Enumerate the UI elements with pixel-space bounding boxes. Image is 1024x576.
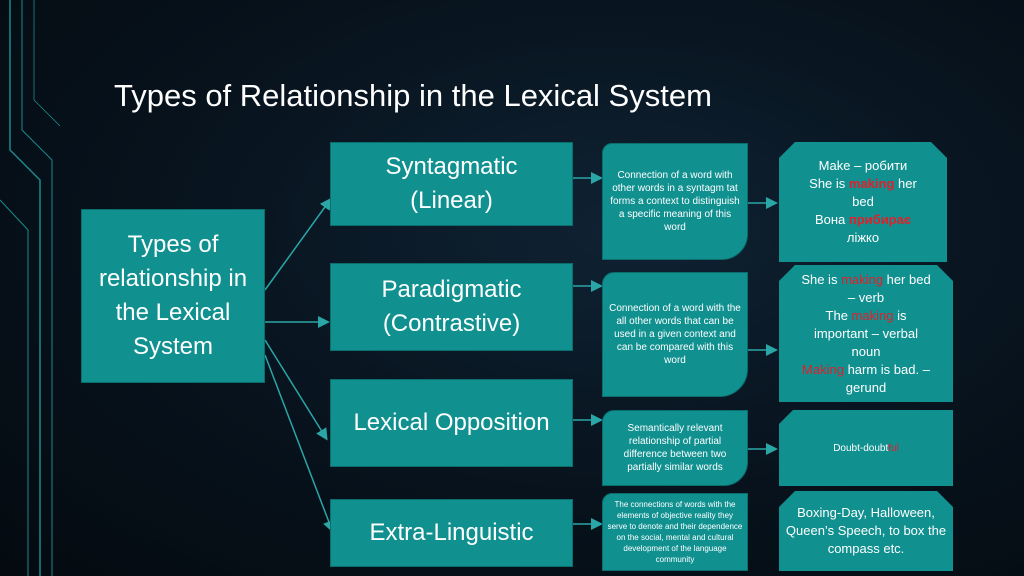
definition-syntagmatic: Connection of a word with other words in… [602, 143, 748, 260]
ex2-line5: noun [851, 343, 881, 359]
root-label: Types of relationship in the Lexical Sys… [98, 231, 248, 360]
type-lexical-opposition-label: Lexical Opposition [353, 409, 550, 436]
ex1-line1: Make – робити [818, 158, 908, 173]
ex1-line2: She is making her [809, 176, 917, 191]
type-lexical-opposition: Lexical Opposition [330, 379, 573, 467]
ex2-line7: gerund [845, 379, 887, 395]
ex4-text: Boxing-Day, Halloween, Queen’s Speech, t… [785, 505, 947, 556]
type-syntagmatic-line2: (Linear) [410, 187, 493, 214]
decorative-lines [0, 0, 60, 576]
definition-extra-text: The connections of words with the elemen… [607, 500, 743, 564]
type-paradigmatic-line1: Paradigmatic [381, 276, 522, 303]
definition-paradigmatic: Connection of a word with the all other … [602, 272, 748, 397]
definition-syntagmatic-text: Connection of a word with other words in… [610, 170, 740, 233]
type-extra-linguistic-label: Extra-Linguistic [369, 519, 534, 546]
ex2-line4: important – verbal [813, 325, 919, 341]
example-opposition: Doubt-doubtful [779, 410, 953, 486]
connector-root-syntagmatic [264, 197, 332, 291]
type-extra-linguistic: Extra-Linguistic [330, 499, 573, 567]
type-paradigmatic: Paradigmatic (Contrastive) [330, 263, 573, 351]
definition-extra: The connections of words with the elemen… [602, 493, 748, 571]
ex1-line4: Вона прибирає [814, 212, 912, 227]
ex1-line5: ліжко [846, 230, 880, 245]
ex1-line3: bed [852, 194, 874, 209]
definition-opposition: Semantically relevant relationship of pa… [602, 410, 748, 486]
connector-root-opposition [264, 339, 328, 441]
type-syntagmatic: Syntagmatic (Linear) [330, 142, 573, 226]
example-extra: Boxing-Day, Halloween, Queen’s Speech, t… [779, 491, 953, 571]
type-syntagmatic-line1: Syntagmatic [385, 153, 518, 180]
definition-opposition-text: Semantically relevant relationship of pa… [623, 423, 727, 473]
ex2-line3: The making is [825, 307, 907, 323]
page-title: Types of Relationship in the Lexical Sys… [114, 78, 712, 113]
root-box: Types of relationship in the Lexical Sys… [81, 209, 265, 383]
connector-root-extra [264, 354, 335, 533]
example-syntagmatic: Make – робити She is making her bed Вона… [779, 142, 947, 262]
ex2-line6: Making harm is bad. – [802, 361, 930, 377]
ex2-line2: – verb [847, 289, 885, 305]
ex3-text: Doubt-doubtful [833, 442, 899, 454]
type-paradigmatic-line2: (Contrastive) [382, 310, 521, 337]
ex2-line1: She is making her bed [801, 271, 931, 287]
definition-paradigmatic-text: Connection of a word with the all other … [609, 303, 741, 366]
example-paradigmatic: She is making her bed – verb The making … [779, 265, 953, 402]
